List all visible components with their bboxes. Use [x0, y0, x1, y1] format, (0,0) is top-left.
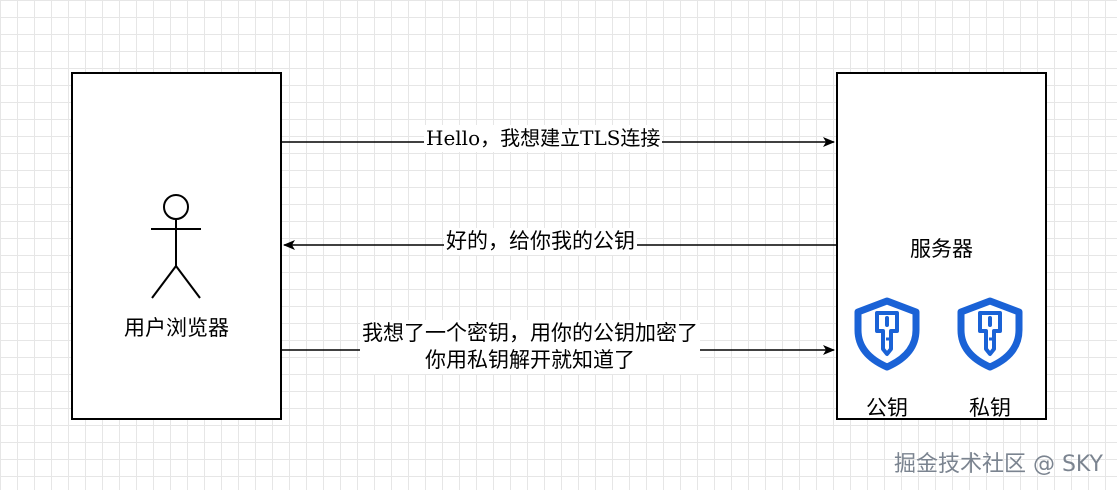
public-key-icon: [854, 297, 920, 371]
public-key-label: 公钥: [866, 396, 908, 420]
browser-label: 用户浏览器: [124, 316, 229, 340]
message-secret-line1: 我想了一个密钥，用你的公钥加密了: [362, 321, 698, 345]
message-hello: Hello，我想建立TLS连接: [424, 125, 663, 152]
person-icon: [151, 194, 201, 299]
private-key-label: 私钥: [969, 396, 1011, 420]
server-label: 服务器: [910, 237, 973, 261]
private-key-icon: [957, 297, 1023, 371]
watermark: 掘金技术社区 @ SKY: [893, 452, 1103, 477]
message-secret: 我想了一个密钥，用你的公钥加密了 你用私钥解开就知道了: [360, 320, 700, 374]
message-reply: 好的，给你我的公钥: [444, 228, 637, 255]
server-box: [836, 72, 1047, 420]
message-secret-line2: 你用私钥解开就知道了: [425, 348, 635, 372]
